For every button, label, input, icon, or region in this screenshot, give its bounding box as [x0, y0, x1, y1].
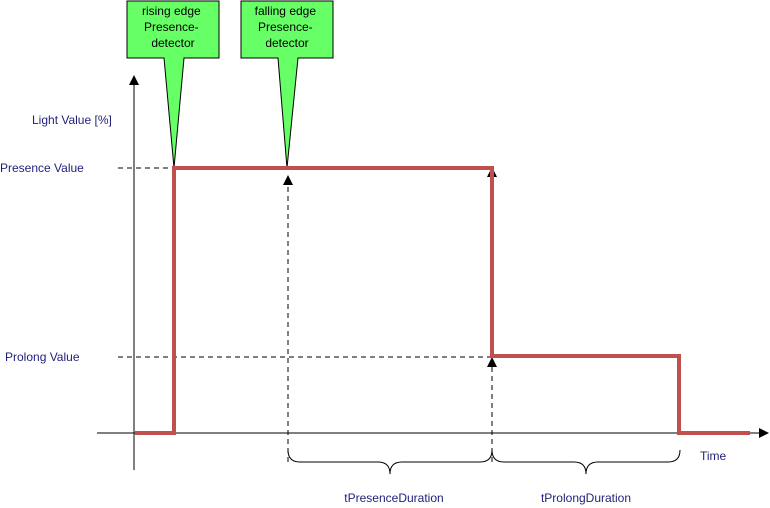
prolong-duration-brace: [491, 449, 681, 475]
x-axis-label: Time: [700, 449, 727, 463]
falling-edge-callout: [240, 0, 334, 169]
rising-callout-line3: detector: [151, 36, 194, 50]
presence-duration-label: tPresenceDuration: [344, 491, 443, 505]
rising-edge-callout: [126, 0, 220, 169]
prolong-duration-label: tProlongDuration: [541, 491, 631, 505]
svg-text:rising edge Presence-: rising edge Presence- detector: [142, 4, 204, 50]
presence-value-label: Presence Value: [0, 161, 84, 175]
rising-callout-line2: Presence-: [144, 20, 199, 34]
light-value-signal: [135, 166, 750, 435]
falling-callout-line1: falling edge: [255, 4, 317, 18]
y-axis-label: Light Value [%]: [32, 113, 112, 127]
presence-duration-brace: [287, 449, 493, 475]
prolong-value-label: Prolong Value: [5, 350, 80, 364]
svg-text:falling edge Presence-: falling edge Presence- detector: [255, 4, 320, 50]
falling-callout-line3: detector: [265, 36, 308, 50]
rising-callout-line1: rising edge: [142, 4, 201, 18]
falling-callout-line2: Presence-: [258, 20, 313, 34]
